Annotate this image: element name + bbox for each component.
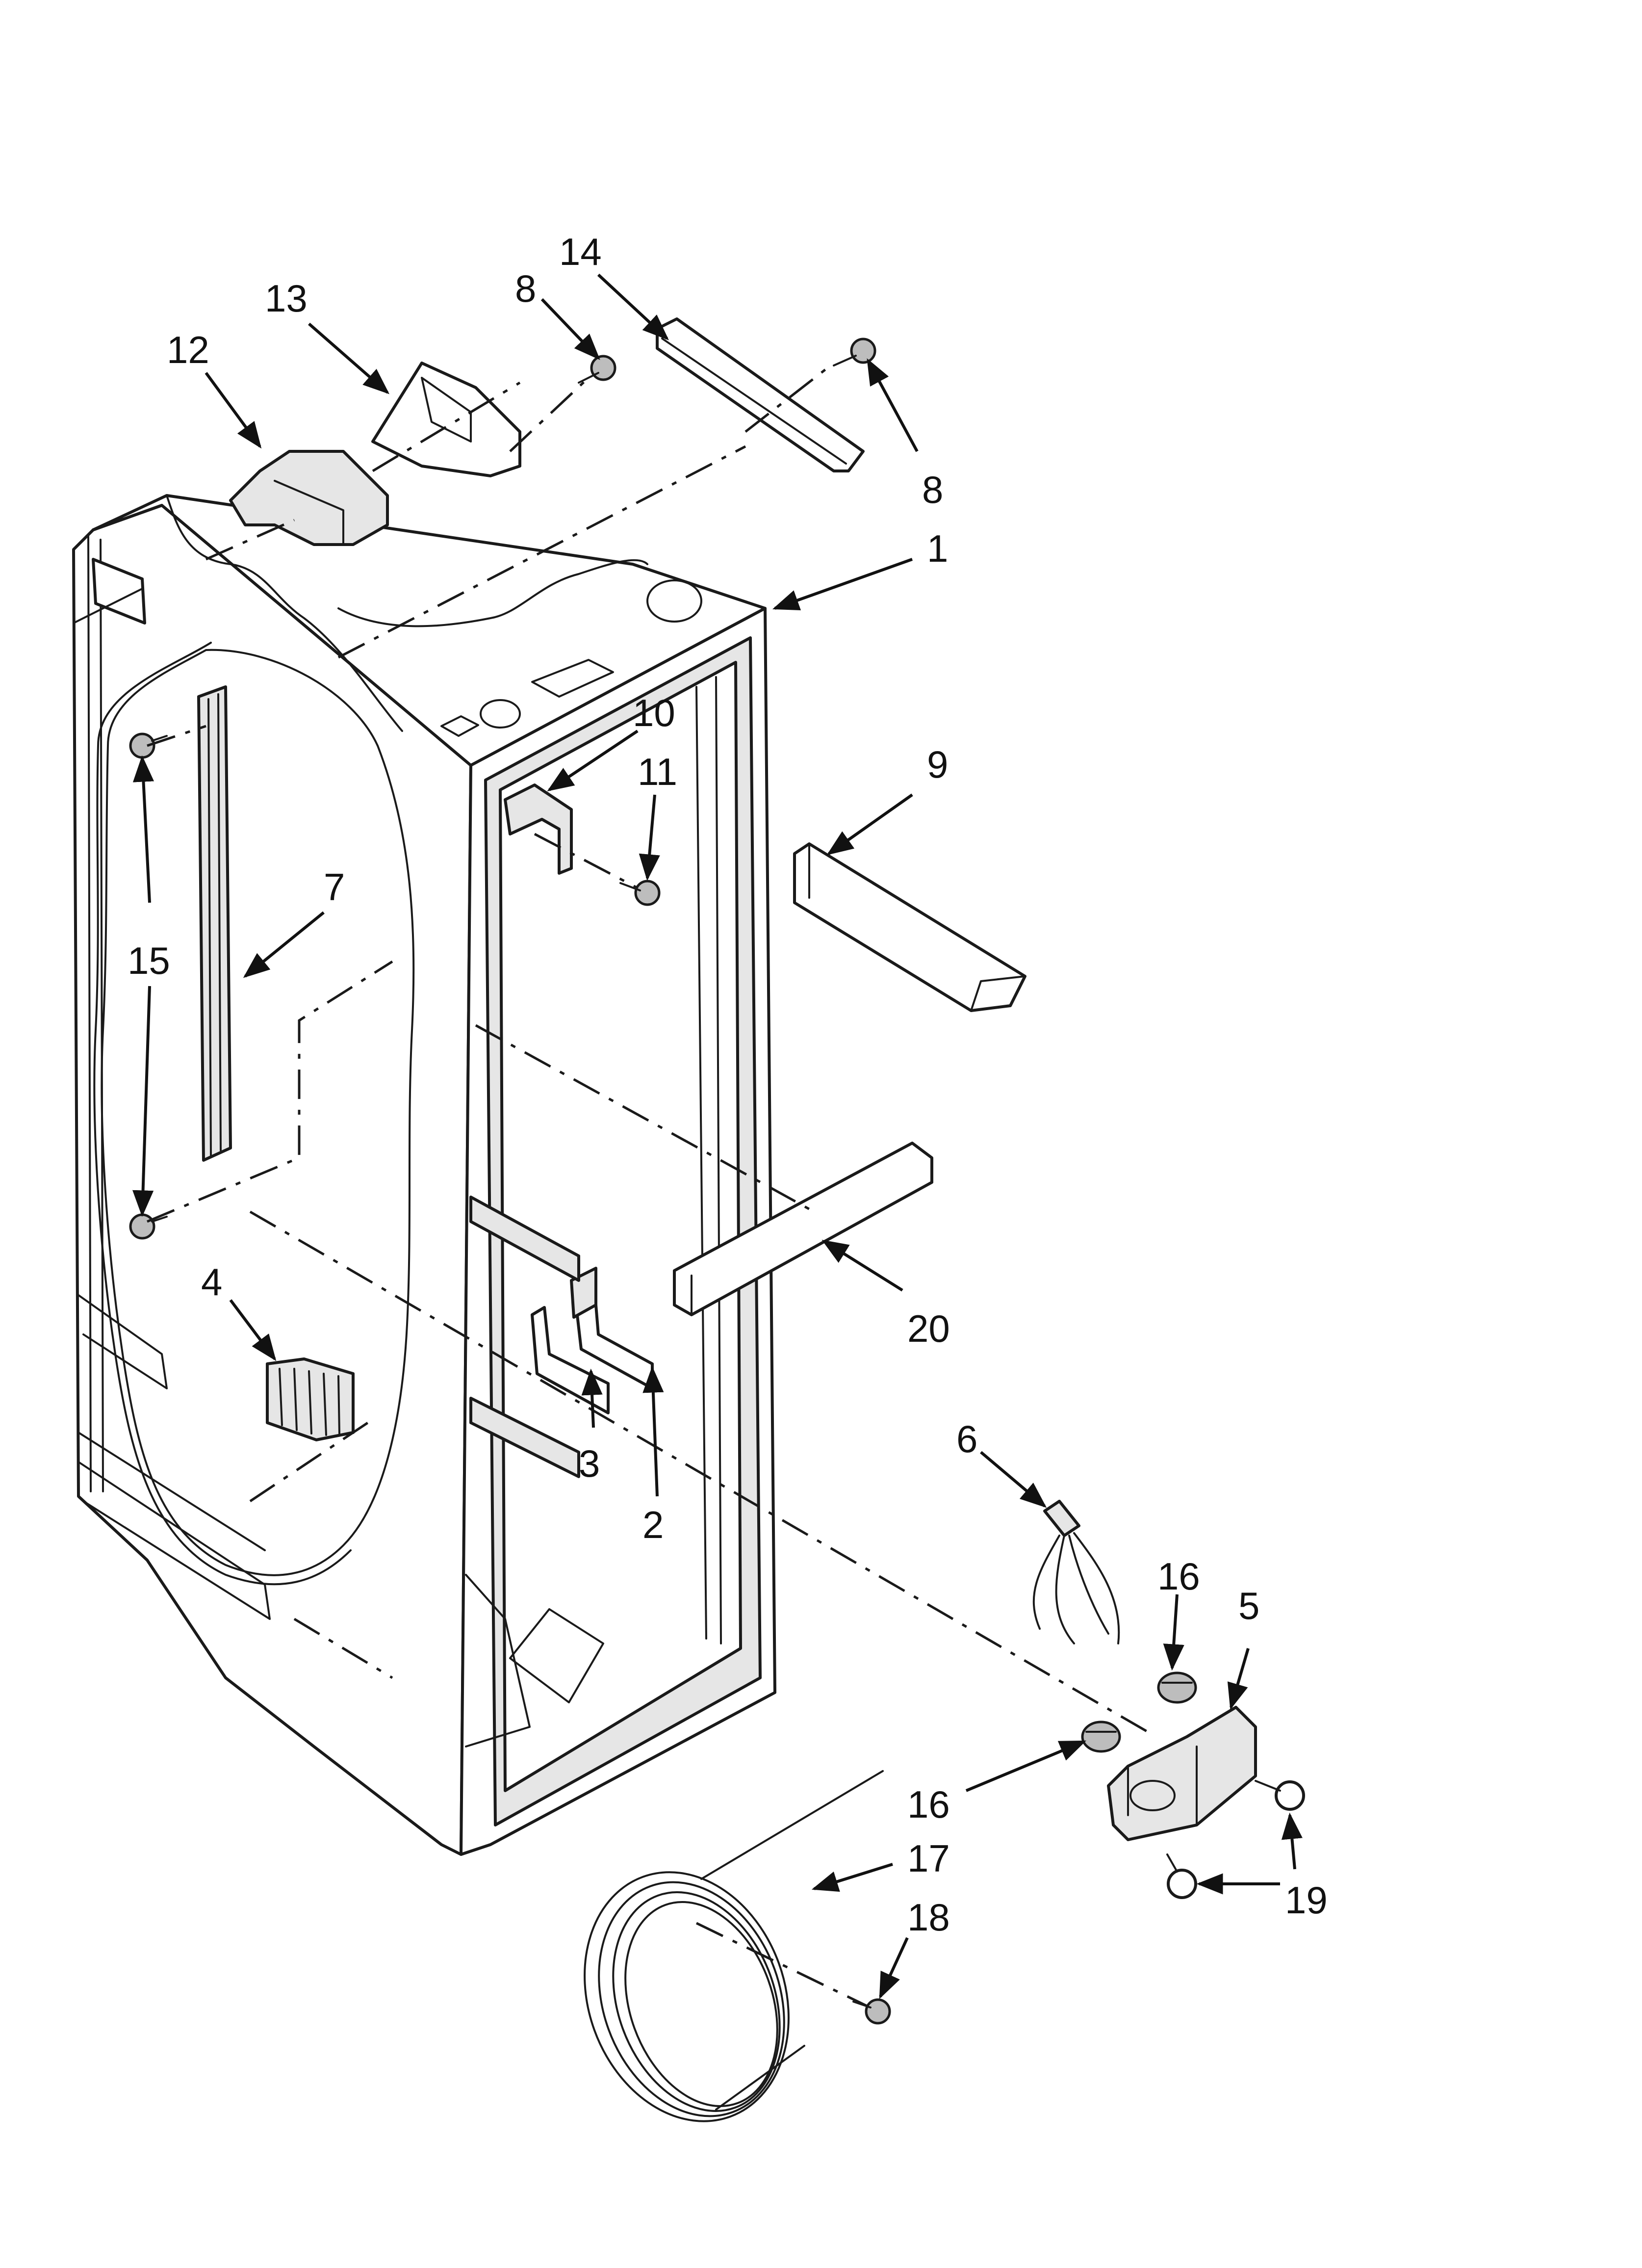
callout-7: 7: [324, 865, 345, 909]
part-6-wire-harness: [1032, 1500, 1120, 1644]
callout-10: 10: [633, 691, 675, 734]
callout-16a: 16: [1157, 1555, 1200, 1598]
leader-arrows: [132, 273, 1303, 1999]
callout-9: 9: [927, 743, 948, 786]
callout-4: 4: [201, 1260, 222, 1303]
part-8-screw-left: [578, 355, 616, 384]
part-20-channel: [673, 1142, 933, 1316]
callout-17: 17: [907, 1837, 950, 1880]
part-16-bumper-lower: [1081, 1721, 1121, 1753]
callout-18: 18: [907, 1896, 950, 1939]
part-15-screw-upper: [129, 732, 168, 759]
part-17-tube-coil: [584, 1770, 884, 2122]
part-8-screw-right: [833, 338, 876, 366]
part-16-bumper-upper: [1157, 1671, 1197, 1704]
part-7-rail: [197, 685, 232, 1162]
callout-5: 5: [1238, 1584, 1259, 1627]
callout-11: 11: [638, 750, 677, 793]
part-12-housing: [229, 450, 389, 546]
part-19-pin-lower: [1166, 1853, 1197, 1899]
part-9-channel: [793, 842, 1026, 1012]
part-4-grille: [266, 1357, 355, 1441]
part-10-bracket: [504, 783, 573, 875]
cabinet-liner: [72, 494, 776, 1856]
callout-15: 15: [128, 939, 170, 982]
callout-19: 19: [1285, 1878, 1328, 1922]
callout-16b: 16: [907, 1783, 950, 1826]
callout-1: 1: [927, 527, 948, 570]
callout-3: 3: [579, 1442, 600, 1485]
callout-8b: 8: [922, 468, 943, 511]
callout-13: 13: [265, 277, 308, 320]
part-19-pin-upper: [1255, 1780, 1305, 1811]
part-5-housing: [1107, 1706, 1257, 1841]
part-14-rail: [656, 317, 865, 472]
callout-8a: 8: [515, 267, 536, 310]
callout-20: 20: [907, 1307, 950, 1350]
callout-6: 6: [956, 1417, 977, 1460]
shelf-support-upper: [469, 1196, 580, 1282]
shelf-support-lower: [469, 1397, 580, 1478]
callout-14: 14: [559, 230, 602, 273]
assembly-lines: [147, 362, 1149, 2008]
callout-labels: 1 2 3 4 5 6 7 8 8 9 10 11 12 13 14 15 16…: [128, 230, 1328, 1939]
part-11-screw: [619, 880, 661, 906]
callout-12: 12: [167, 328, 209, 371]
callout-2: 2: [642, 1503, 664, 1546]
